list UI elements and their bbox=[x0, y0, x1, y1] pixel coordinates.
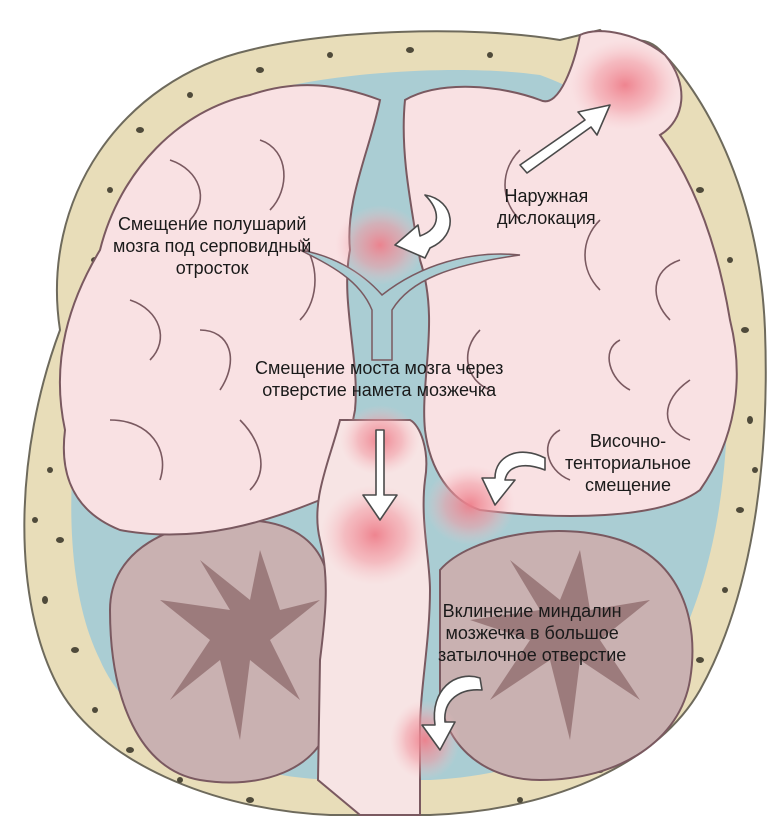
label-subfalcine-line-1: Смещение полушарий bbox=[113, 213, 311, 235]
label-subfalcine-line-2: мозга под серповидный bbox=[113, 235, 311, 257]
label-subfalcine: Смещение полушарий мозга под серповидный… bbox=[113, 213, 311, 279]
label-subfalcine-line-3: отросток bbox=[113, 257, 311, 279]
label-transtentorial: Смещение моста мозга через отверстие нам… bbox=[255, 357, 503, 401]
label-external-line-1: Наружная bbox=[497, 185, 596, 207]
label-uncal-line-1: Височно- bbox=[565, 430, 691, 452]
label-uncal-line-2: тенториальное bbox=[565, 452, 691, 474]
label-tonsillar-line-3: затылочное отверстие bbox=[438, 644, 626, 666]
label-transtentorial-line-2: отверстие намета мозжечка bbox=[255, 379, 503, 401]
label-tonsillar-line-2: мозжечка в большое bbox=[438, 622, 626, 644]
label-transtentorial-line-1: Смещение моста мозга через bbox=[255, 357, 503, 379]
label-tonsillar-line-1: Вклинение миндалин bbox=[438, 600, 626, 622]
label-tonsillar: Вклинение миндалин мозжечка в большое за… bbox=[438, 600, 626, 666]
label-uncal-line-3: смещение bbox=[565, 474, 691, 496]
tonsillar-glow bbox=[390, 700, 460, 780]
label-external-line-2: дислокация bbox=[497, 207, 596, 229]
label-uncal: Височно- тенториальное смещение bbox=[565, 430, 691, 496]
label-external: Наружная дислокация bbox=[497, 185, 596, 229]
